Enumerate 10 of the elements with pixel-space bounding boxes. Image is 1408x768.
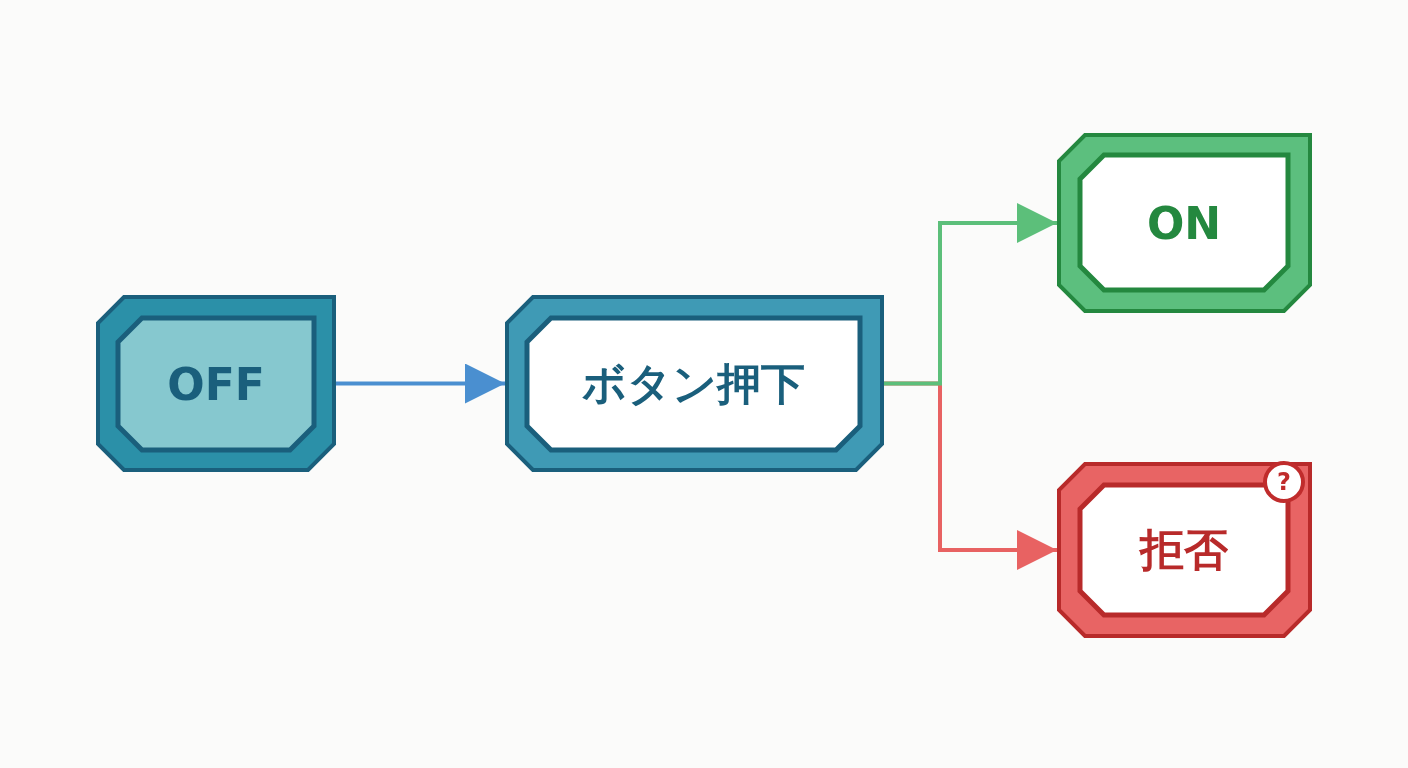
state-box	[1057, 133, 1312, 313]
state-box	[96, 295, 336, 472]
state-label: 拒否	[1140, 522, 1228, 577]
state-box	[1057, 462, 1312, 638]
arrow	[336, 363, 505, 404]
arrow	[884, 203, 1057, 386]
state-label: ボタン押下	[582, 356, 805, 411]
state-label: ON	[1146, 197, 1222, 248]
state-label: OFF	[167, 358, 265, 410]
state-box	[505, 295, 884, 472]
